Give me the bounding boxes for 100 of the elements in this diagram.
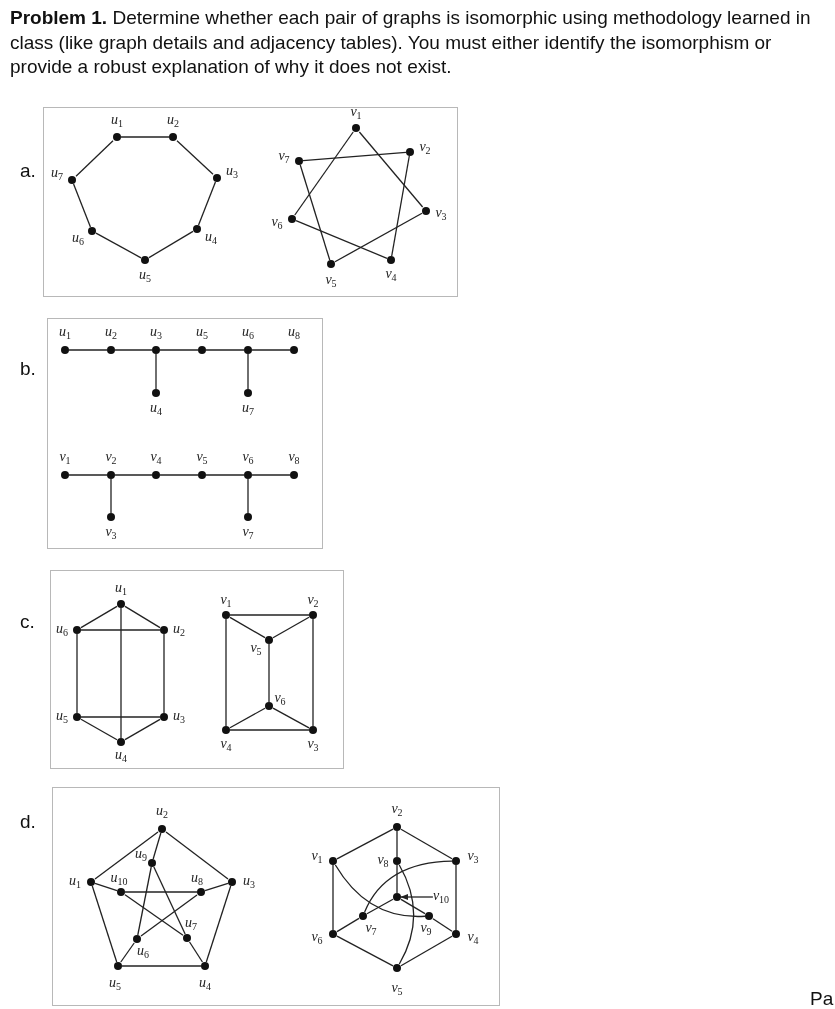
vertex-dot (117, 600, 125, 608)
vertex-dot (68, 176, 76, 184)
vertex-label: u$_{7}$ (185, 915, 197, 933)
vertex-label: v$_{2}$ (419, 139, 431, 157)
graph-edge (396, 864, 398, 894)
graph-edge (455, 864, 457, 931)
graph-edge (312, 618, 314, 727)
vertex-label: u$_{1}$ (111, 112, 123, 130)
vertex-dot (425, 912, 433, 920)
vertex-dot (133, 935, 141, 943)
graph-edge (159, 474, 199, 476)
graph-edge (114, 474, 153, 476)
graph-edge (152, 832, 162, 860)
graph-edge (302, 151, 407, 162)
vertex-dot (117, 888, 125, 896)
vertex-label: v$_{8}$ (377, 852, 389, 870)
vertex-label: u$_{4}$ (115, 747, 127, 765)
graph-edge (247, 353, 249, 390)
graph-edge (272, 616, 310, 639)
graph-edge (120, 942, 135, 963)
vertex-dot (201, 962, 209, 970)
vertex-dot (193, 225, 201, 233)
vertex-dot (244, 389, 252, 397)
graph-edge (205, 349, 245, 351)
vertex-dot (213, 174, 221, 182)
vertex-dot (327, 260, 335, 268)
graph-edge (188, 941, 204, 963)
graph-edge (400, 828, 453, 860)
graph-edge (176, 140, 214, 175)
graph-edge (155, 353, 157, 390)
graph-edge (140, 894, 198, 937)
vertex-dot (288, 215, 296, 223)
vertex-label: v$_{1}$ (220, 592, 232, 610)
vertex-label: u$_{2}$ (167, 112, 179, 130)
graph-edge (159, 349, 199, 351)
vertex-label: v$_{1}$ (59, 449, 71, 467)
graph-edge (391, 155, 410, 257)
vertex-dot (114, 962, 122, 970)
vertex-label: v$_{6}$ (274, 690, 286, 708)
graph-edge (94, 831, 159, 880)
graph-edge (334, 212, 423, 263)
vertex-dot (422, 207, 430, 215)
vertex-label: u$_{5}$ (56, 708, 68, 726)
vertex-label: u$_{5}$ (196, 324, 208, 342)
graph-edge (366, 898, 394, 915)
graph-edge (75, 140, 114, 177)
vertex-label: u$_{3}$ (173, 708, 185, 726)
graph-edge (299, 164, 331, 261)
vertex-label: v$_{4}$ (385, 266, 397, 284)
graph-edge (229, 616, 266, 639)
graph-edge (295, 220, 388, 259)
vertex-label: v$_{2}$ (391, 801, 403, 819)
graph-edge (294, 131, 354, 216)
vertex-label: v$_{5}$ (391, 980, 403, 998)
vertex-dot (452, 930, 460, 938)
vertex-dot (265, 702, 273, 710)
graph-edge (400, 898, 426, 915)
graph-edge (80, 718, 118, 741)
graph-edge (114, 349, 153, 351)
vertex-label: u$_{6}$ (56, 621, 68, 639)
vertex-label: v$_{6}$ (311, 929, 323, 947)
graph-edge (121, 965, 202, 967)
graph-edge (153, 866, 186, 935)
vertex-dot (244, 513, 252, 521)
vertex-label: v$_{2}$ (105, 449, 117, 467)
vertex-dot (158, 825, 166, 833)
page-footer-text: Pa (810, 988, 834, 1009)
graph-edge (165, 831, 229, 880)
graph-edge (398, 864, 415, 965)
graph-edge (332, 864, 334, 931)
vertex-dot (244, 471, 252, 479)
vertex-label: v$_{7}$ (365, 920, 377, 938)
vertex-dot (61, 471, 69, 479)
part-label: a. (20, 160, 36, 182)
vertex-dot (88, 227, 96, 235)
vertex-dot (359, 912, 367, 920)
graph-edge (336, 935, 394, 967)
graph-edge (95, 232, 142, 259)
vertex-dot (160, 626, 168, 634)
vertex-label: v$_{5}$ (250, 640, 262, 658)
vertex-label: v$_{1}$ (311, 848, 323, 866)
part-label: b. (20, 358, 36, 380)
vertex-label: u$_{3}$ (243, 873, 255, 891)
vertex-label: v$_{4}$ (150, 449, 162, 467)
vertex-label: v$_{4}$ (220, 736, 232, 754)
vertex-label: v$_{5}$ (196, 449, 208, 467)
vertex-label: v$_{1}$ (350, 104, 362, 122)
graph-edge (334, 864, 426, 918)
vertex-dot (152, 389, 160, 397)
vertex-label: u$_{3}$ (150, 324, 162, 342)
vertex-dot (352, 124, 360, 132)
vertex-label: u$_{7}$ (242, 400, 254, 418)
vertex-label: u$_{9}$ (135, 846, 147, 864)
vertex-label: u$_{5}$ (109, 975, 121, 993)
graph-edge (148, 230, 194, 259)
vertex-dot (107, 346, 115, 354)
graph-edge (91, 885, 118, 963)
vertex-label: u$_{5}$ (139, 267, 151, 285)
vertex-label: v$_{6}$ (242, 449, 254, 467)
vertex-dot (290, 346, 298, 354)
